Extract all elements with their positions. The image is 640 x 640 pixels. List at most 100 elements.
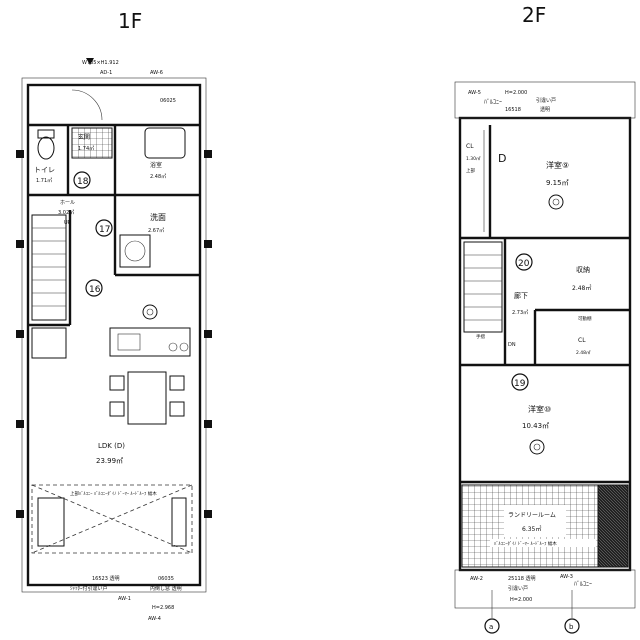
- wall-columns-1f: [16, 150, 212, 518]
- room-bath-area: 2.48㎡: [150, 173, 166, 180]
- staircase-2f: [463, 241, 503, 333]
- note-aw4: AW-4: [148, 616, 161, 622]
- note-aw5: AW-5: [468, 90, 481, 96]
- sink-icon: [117, 333, 141, 351]
- note-ad1: AD-1: [100, 70, 112, 76]
- note-bath: 06025: [160, 98, 176, 104]
- room-senmen-area: 2.67㎡: [148, 227, 164, 234]
- room-roka: 廊下: [514, 291, 528, 300]
- washing-machine-icon: [119, 234, 151, 268]
- room-hall-area: 3.02㎡: [58, 209, 74, 216]
- stair-dn-label: DN: [508, 342, 516, 348]
- note-shutter: ｼｬｯﾀｰ付引違い戸: [70, 585, 108, 592]
- chair-icon: [109, 375, 125, 391]
- note-aw3: AW-3: [560, 574, 573, 580]
- upper-balcony-zone: [31, 484, 193, 554]
- exterior-wall-1f: [26, 83, 202, 587]
- entrance-arrow-icon: [86, 58, 94, 65]
- note-terrace: 上部ﾊﾞﾙｺﾆｰ ﾊﾞﾙｺﾆｰﾀﾞｲﾉ ﾄﾞｰﾏｰ ﾙｰﾄﾞﾙｰﾌ 幅木: [70, 490, 157, 497]
- room-genkan-area: 1.74㎡: [78, 145, 94, 152]
- marker-18: 18: [73, 171, 91, 189]
- ceiling-light-icon: [142, 304, 158, 320]
- room-roka-area: 2.73㎡: [512, 309, 528, 316]
- note-laundry: ﾊﾞﾙｺﾆｰﾀﾞｲﾉ ﾄﾞｰﾏｰ ﾙｰﾄﾞﾙｰﾌ 幅木: [494, 540, 557, 547]
- note-bottom-label: 内倒し窓 透明: [150, 585, 182, 592]
- kitchen-counter: [109, 327, 191, 357]
- ceiling-light-icon: [548, 194, 564, 210]
- staircase-1f: [31, 214, 67, 321]
- dining-table: [127, 371, 167, 425]
- floor-title-1f: 1F: [118, 9, 142, 33]
- room-cl2-area: 2.48㎡: [576, 349, 591, 356]
- chair-icon: [109, 401, 125, 417]
- room-genkan: 玄関: [78, 133, 90, 141]
- room-shuno: 収納: [576, 265, 590, 274]
- note-shelf: 可動棚: [578, 315, 592, 322]
- room-toilet: トイレ: [34, 166, 55, 174]
- note-aw1: AW-1: [118, 596, 131, 602]
- room-youshitsu9-area: 9.15㎡: [546, 179, 569, 187]
- room-hall: ホール: [60, 200, 75, 206]
- note-top-slide: 引違い戸: [536, 97, 556, 104]
- room-laundry-area: 6.35㎡: [522, 525, 541, 533]
- note-aw6: AW-6: [150, 70, 163, 76]
- note-handrail: 手摺: [476, 333, 485, 340]
- svg-text:16: 16: [89, 285, 101, 295]
- room-youshitsu10-area: 10.43㎡: [522, 422, 549, 430]
- svg-text:18: 18: [77, 177, 89, 187]
- room-toilet-area: 1.71㎡: [36, 177, 52, 184]
- room-senmen: 洗面: [150, 212, 166, 222]
- room-laundry: ランドリールーム: [508, 512, 556, 519]
- svg-text:19: 19: [514, 379, 526, 389]
- room-d-label: D: [498, 152, 506, 165]
- top-balcony: [454, 81, 636, 119]
- axis-b-marker: b: [564, 618, 580, 634]
- chair-icon: [169, 401, 185, 417]
- svg-text:20: 20: [518, 259, 530, 269]
- room-ldk-area: 23.99㎡: [96, 457, 123, 465]
- marker-17: 17: [95, 219, 113, 237]
- note-top-height: H=2.000: [505, 90, 527, 96]
- note-aw2: AW-2: [470, 576, 483, 582]
- note-bottom-balcony: ﾊﾞﾙｺﾆｰ: [574, 581, 592, 588]
- note-top-sash: W785×H1.912: [82, 60, 119, 66]
- marker-19: 19: [511, 373, 529, 391]
- laundry-dark-zone: [597, 484, 629, 568]
- genkan-floor: [71, 127, 113, 159]
- note-top-clear: 透明: [540, 106, 550, 113]
- note-bottom-window: 16523 透明: [92, 575, 120, 582]
- room-youshitsu9: 洋室⑨: [546, 160, 569, 170]
- room-cl1-area: 1.30㎡: [466, 155, 481, 162]
- stair-up-label: UP: [64, 220, 71, 226]
- note-bottom-window-2f: 25118 透明: [508, 575, 536, 582]
- bathtub-icon: [144, 127, 186, 159]
- floor-title-2f: 2F: [522, 3, 546, 27]
- room-cl1: CL: [466, 143, 474, 150]
- axis-a-marker: a: [484, 618, 500, 634]
- note-top-balcony: ﾊﾞﾙｺﾆｰ: [484, 99, 502, 106]
- chair-icon: [169, 375, 185, 391]
- room-bath: 浴室: [150, 161, 162, 169]
- toilet-fixture-icon: [37, 136, 55, 160]
- note-height: H=2.968: [152, 605, 174, 611]
- marker-16: 16: [85, 279, 103, 297]
- ceiling-light-icon: [529, 439, 545, 455]
- room-ldk: LDK (D): [98, 442, 125, 450]
- marker-20: 20: [515, 253, 533, 271]
- svg-text:a: a: [489, 623, 493, 631]
- room-shuno-area: 2.48㎡: [572, 284, 591, 292]
- second-floor-plan: 2F AW-5 H=2.000 ﾊﾞﾙｺﾆｰ 16518 引違い戸 透明 CL …: [454, 3, 636, 634]
- note-bottom-door: 06035: [158, 576, 174, 582]
- room-cl2: CL: [578, 337, 586, 344]
- room-cl1-sub: 上部: [466, 167, 475, 174]
- svg-text:b: b: [569, 623, 574, 631]
- note-bottom-slide: 引違い戸: [508, 585, 528, 592]
- bottom-balcony: [454, 569, 636, 609]
- note-bottom-height: H=2.000: [510, 597, 532, 603]
- svg-text:17: 17: [99, 225, 110, 235]
- note-top-window: 16518: [505, 107, 521, 113]
- room-youshitsu10: 洋室⑩: [528, 404, 551, 414]
- refrigerator-icon: [31, 327, 67, 359]
- entrance-door-swing: [71, 89, 103, 121]
